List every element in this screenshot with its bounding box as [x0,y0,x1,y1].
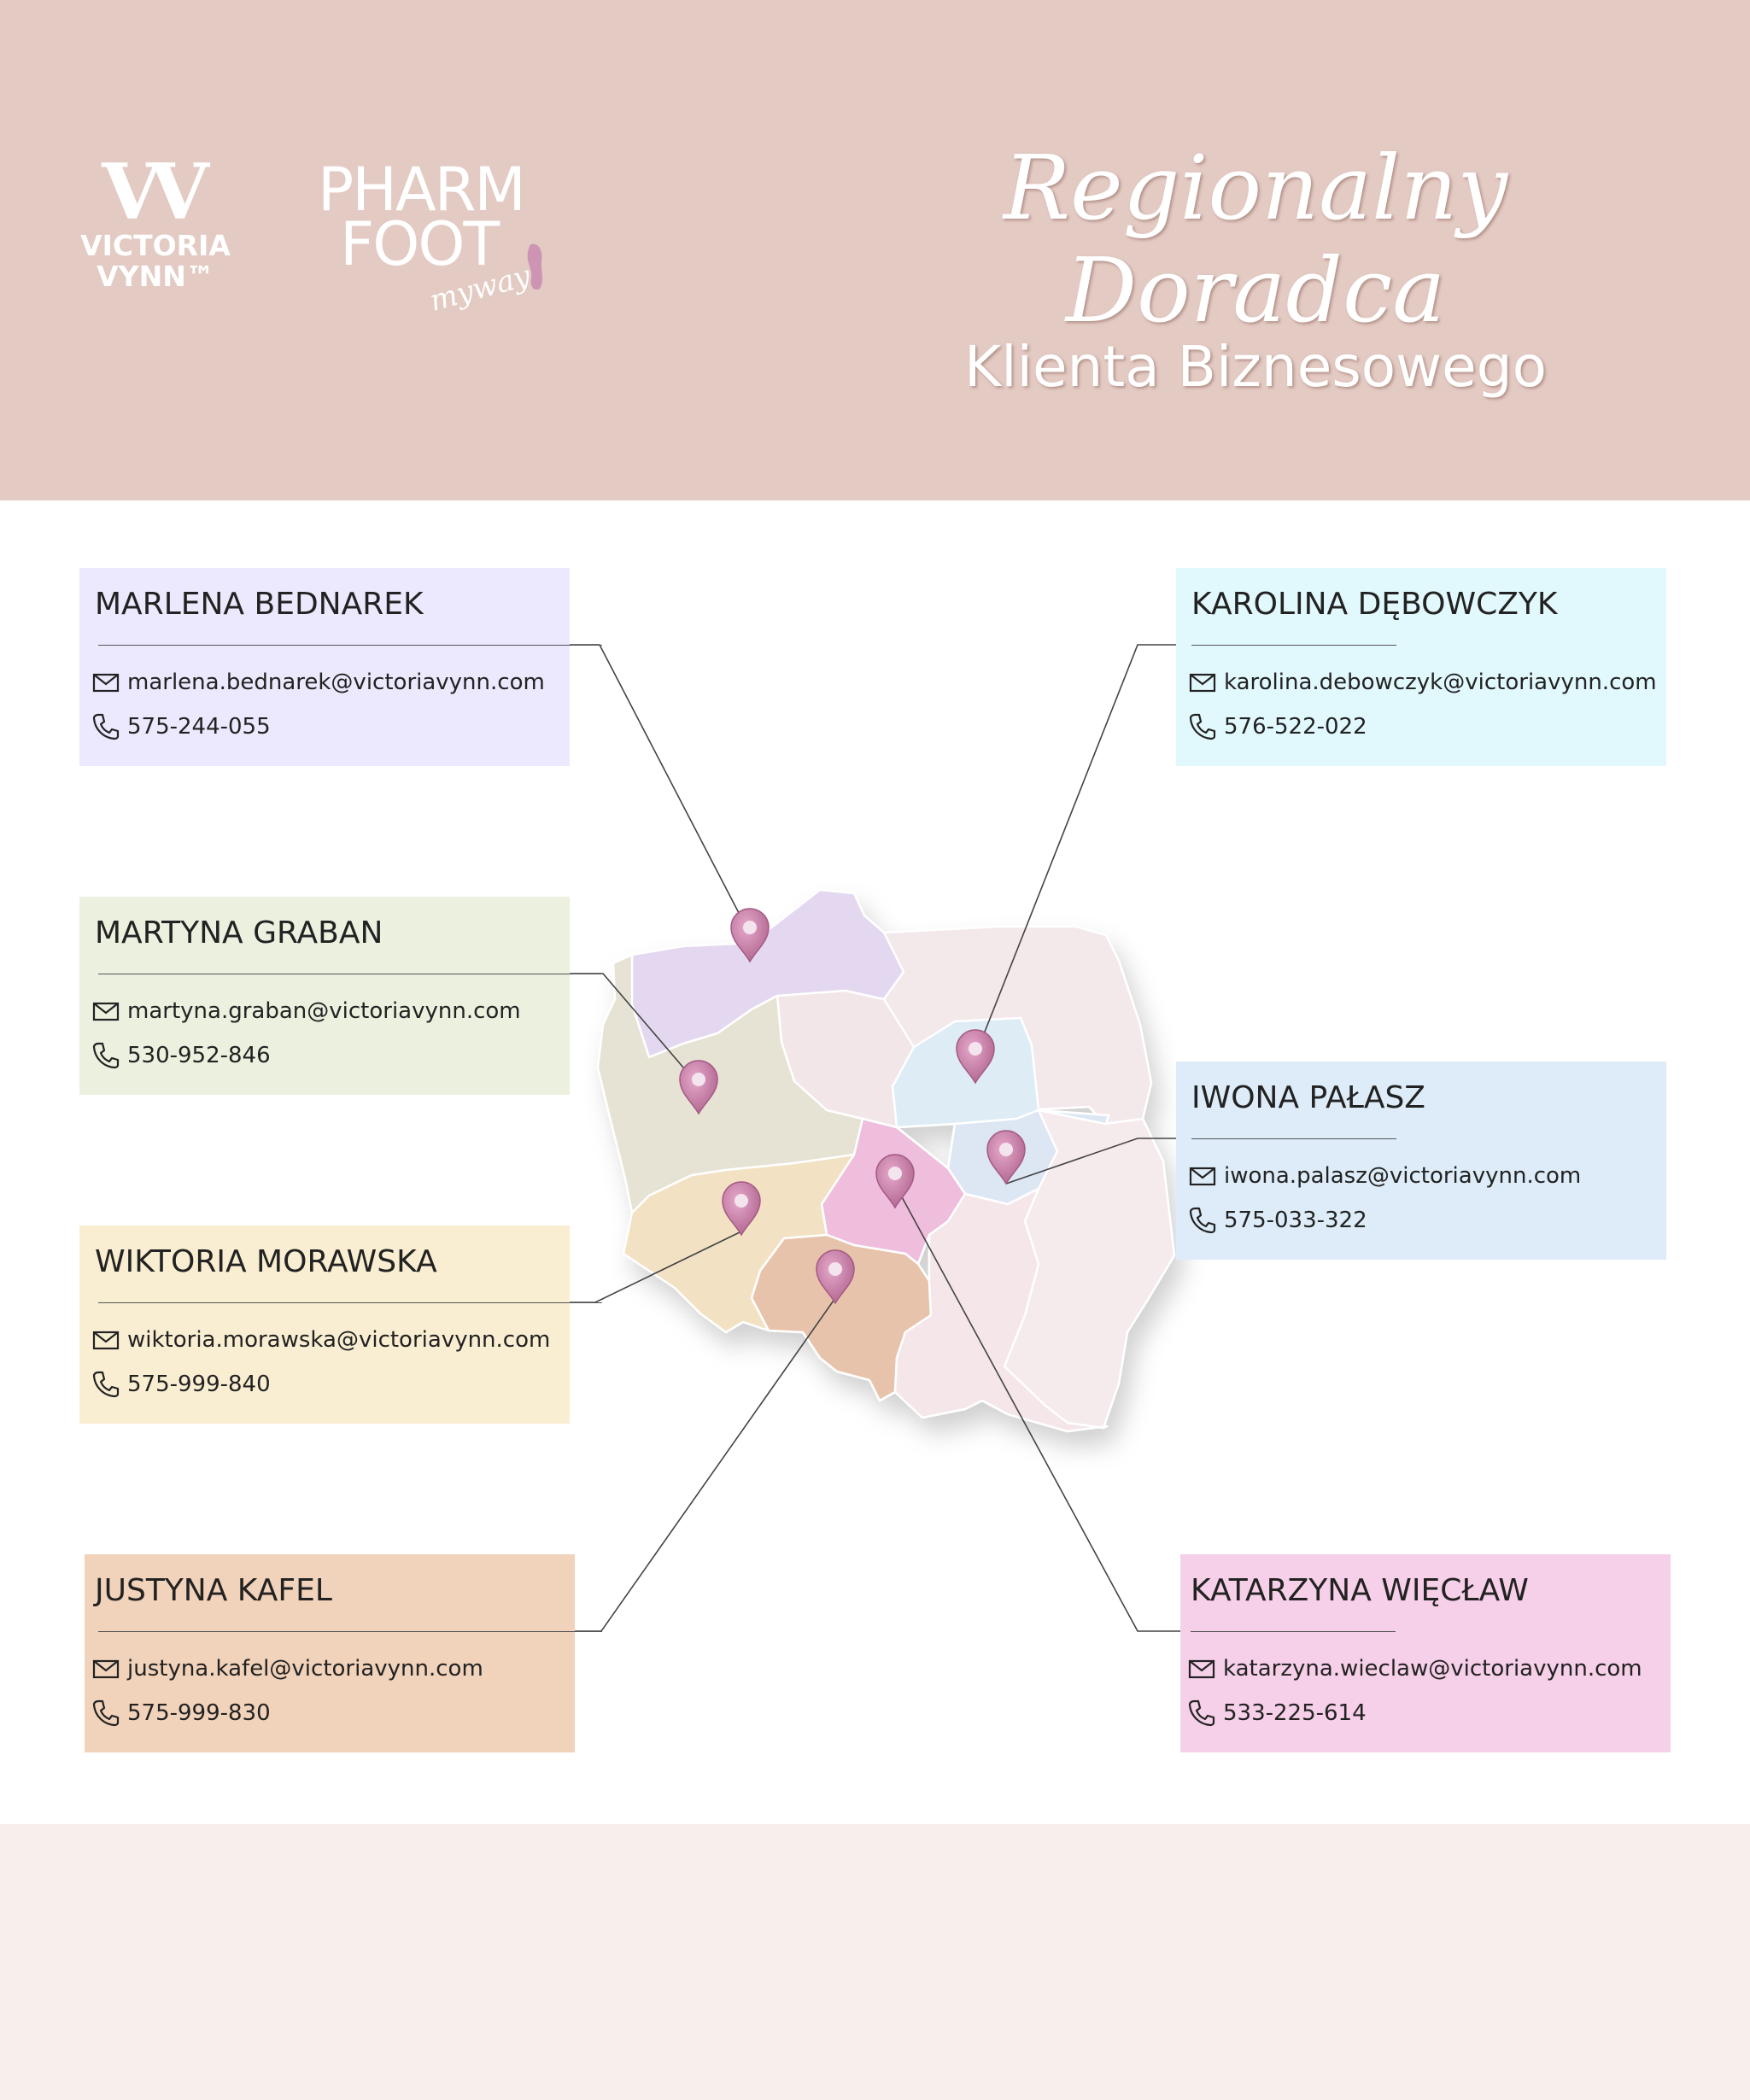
advisor-name: IWONA PAŁASZ [1191,1080,1425,1115]
phone-row[interactable]: 530-952-846 [91,1038,271,1073]
email-row[interactable]: katarzyna.wieclaw@victoriavynn.com [1187,1652,1642,1686]
phone-row[interactable]: 533-225-614 [1187,1696,1367,1730]
name-divider [98,1631,602,1632]
advisor-card-iwona: IWONA PAŁASZ iwona.palasz@victoriavynn.c… [1176,1062,1666,1260]
header-banner: VV VICTORIA VYNN™ PHARM FOOT myway Regio… [0,0,1750,500]
advisor-name: MARTYNA GRABAN [95,915,383,951]
advisor-card-wiktoria: WIKTORIA MORAWSKA wiktoria.morawska@vict… [79,1225,602,1424]
map-pin-icon [730,908,770,963]
name-divider [1191,1631,1396,1632]
map-pin-icon [986,1130,1026,1185]
advisor-card-marlena: MARLENA BEDNAREK marlena.bednarek@victor… [79,568,602,766]
advisor-email[interactable]: iwona.palasz@victoriavynn.com [1224,1163,1582,1189]
envelope-icon [1188,1659,1215,1679]
title-subtitle: Klienta Biznesowego [963,334,1547,400]
logo-vynn-text: VYNN™ [97,260,214,293]
title-script: Regionalny Doradca [1003,136,1508,342]
envelope-icon [92,1331,120,1350]
advisor-phone[interactable]: 575-999-840 [127,1372,271,1397]
envelope-icon [92,1659,120,1679]
footer-band [0,1824,1750,2100]
advisor-name: JUSTYNA KAFEL [95,1573,332,1608]
advisor-phone[interactable]: 575-999-830 [127,1700,271,1726]
advisor-name: WIKTORIA MORAWSKA [95,1244,437,1279]
victoria-vynn-logo: VV VICTORIA VYNN™ [79,154,232,292]
envelope-icon [92,1002,120,1021]
map-pin-icon [679,1060,718,1115]
email-row[interactable]: karolina.debowczyk@victoriavynn.com [1188,665,1657,699]
envelope-icon [1189,673,1216,693]
advisor-card-karolina: KAROLINA DĘBOWCZYK karolina.debowczyk@vi… [1176,568,1666,766]
foot-icon [527,243,543,290]
advisor-phone[interactable]: 575-033-322 [1224,1208,1367,1233]
advisor-email[interactable]: karolina.debowczyk@victoriavynn.com [1224,670,1657,695]
logo-victoria-text: VICTORIA [80,229,231,262]
email-row[interactable]: wiktoria.morawska@victoriavynn.com [91,1323,550,1357]
map-pin-icon [956,1029,995,1085]
advisor-phone[interactable]: 530-952-846 [127,1043,271,1068]
phone-row[interactable]: 575-999-830 [91,1696,271,1730]
map-pin-icon [816,1249,855,1305]
advisor-email[interactable]: katarzyna.wieclaw@victoriavynn.com [1223,1656,1642,1682]
name-divider [1191,645,1396,646]
advisor-phone[interactable]: 533-225-614 [1223,1700,1367,1726]
phone-icon [1189,1207,1216,1234]
region-south [893,1187,1109,1433]
logo-foot-text: FOOT [340,209,500,279]
phone-icon [92,713,120,740]
phone-row[interactable]: 575-033-322 [1188,1203,1367,1237]
advisor-card-justyna: JUSTYNA KAFEL justyna.kafel@victoriavynn… [85,1554,602,1752]
phone-icon [92,1042,120,1069]
map-pin-icon [722,1181,761,1237]
advisor-email[interactable]: marlena.bednarek@victoriavynn.com [127,670,545,695]
page-title: Regionalny Doradca Klienta Biznesowego [846,137,1665,401]
vv-monogram: VV [102,147,209,237]
advisor-name: KATARZYNA WIĘCŁAW [1191,1573,1529,1608]
advisor-card-martyna: MARTYNA GRABAN martyna.graban@victoriavy… [79,897,602,1095]
advisor-email[interactable]: justyna.kafel@victoriavynn.com [127,1656,483,1682]
email-row[interactable]: justyna.kafel@victoriavynn.com [91,1652,483,1686]
name-divider [98,1302,602,1303]
phone-row[interactable]: 575-999-840 [91,1367,271,1401]
advisor-email[interactable]: wiktoria.morawska@victoriavynn.com [127,1327,551,1353]
phone-icon [1189,713,1216,740]
phone-icon [1188,1699,1215,1727]
envelope-icon [1189,1167,1216,1186]
map-pin-icon [875,1154,915,1209]
phone-row[interactable]: 576-522-022 [1188,710,1367,744]
advisor-phone[interactable]: 575-244-055 [127,714,271,740]
email-row[interactable]: martyna.graban@victoriavynn.com [91,994,521,1028]
pharm-foot-logo: PHARM FOOT myway [318,155,574,319]
phone-icon [92,1371,120,1398]
email-row[interactable]: iwona.palasz@victoriavynn.com [1188,1159,1581,1193]
advisor-name: MARLENA BEDNAREK [95,587,424,622]
name-divider [1191,1138,1396,1139]
advisor-card-katarzyna: KATARZYNA WIĘCŁAW katarzyna.wieclaw@vict… [1180,1554,1671,1752]
envelope-icon [92,673,120,693]
advisor-email[interactable]: martyna.graban@victoriavynn.com [127,998,521,1024]
email-row[interactable]: marlena.bednarek@victoriavynn.com [91,665,545,699]
advisor-name: KAROLINA DĘBOWCZYK [1191,587,1558,622]
phone-icon [92,1699,120,1727]
logo-pharm-text: PHARM [318,155,526,225]
name-divider [98,645,602,646]
advisor-phone[interactable]: 576-522-022 [1224,714,1367,740]
phone-row[interactable]: 575-244-055 [91,710,271,744]
